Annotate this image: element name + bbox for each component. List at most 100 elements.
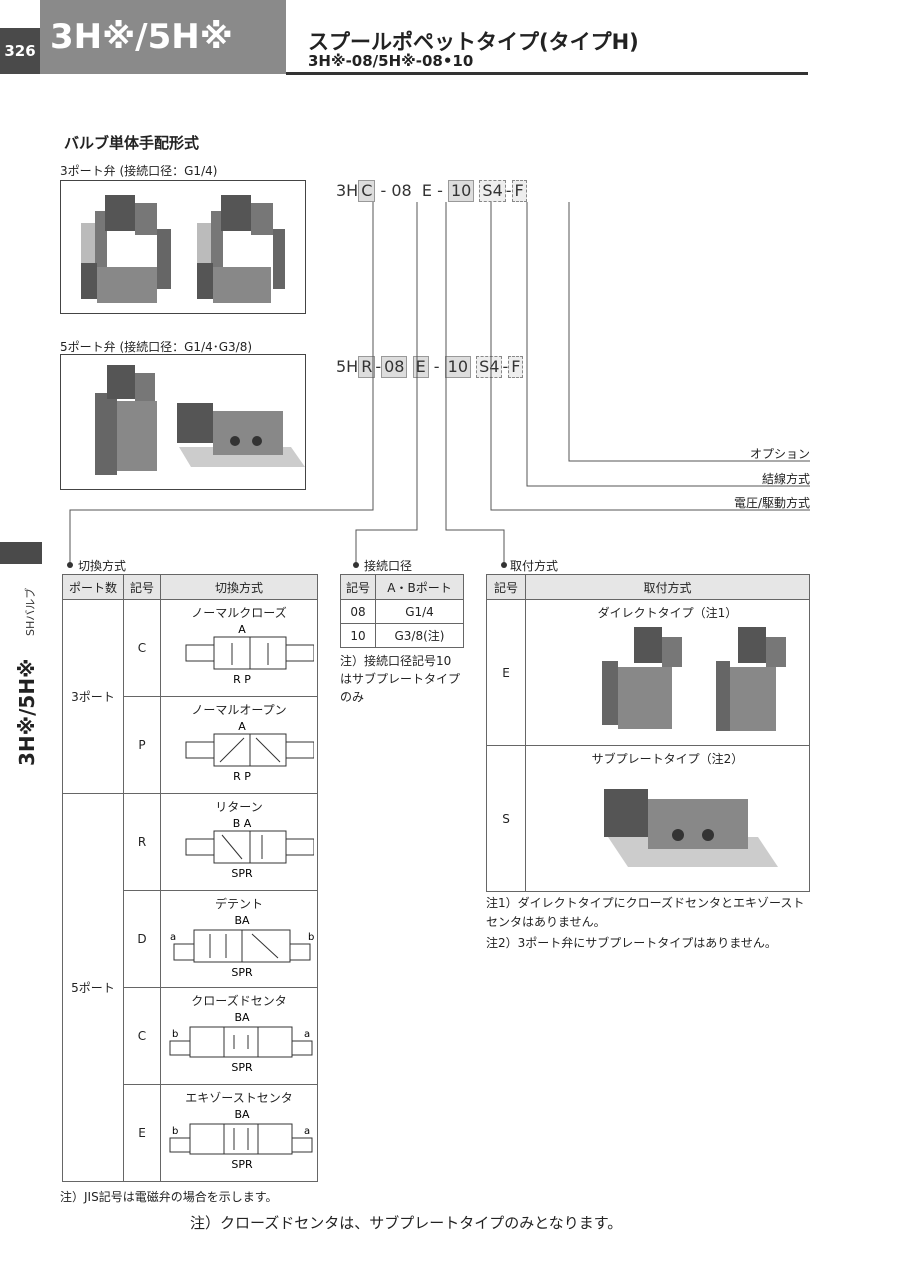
valve-symbol-icon: A R P <box>185 623 315 686</box>
svg-text:B A: B A <box>233 817 252 830</box>
subplate-valve-photo <box>603 789 778 867</box>
callout-voltage: 電圧/駆動方式 <box>733 496 810 510</box>
port-table: 記号 A・Bポート 08 G1/4 10 G3/8(注) <box>340 574 464 648</box>
port-size: G1/4 <box>375 599 464 624</box>
switch-code: D <box>123 890 161 988</box>
ports-5: 5ポート <box>62 793 124 1182</box>
svg-text:BA: BA <box>234 1011 250 1024</box>
sidebar-series: 3H※/5H※ <box>15 659 39 767</box>
mount-code: S <box>486 745 526 892</box>
valve-image-icon <box>81 195 285 303</box>
code5-dash3: - <box>502 357 509 376</box>
callout-option: オプション <box>749 447 810 461</box>
switch-cell: エキゾーストセンタ b a BA SPR <box>160 1084 318 1182</box>
table-row: 5ポート R リターン B A SPR <box>62 793 318 1182</box>
table-row: 3ポート C ノーマルクローズ A R P <box>62 599 318 794</box>
svg-text:SPR: SPR <box>231 1061 253 1074</box>
mount-cell: ダイレクトタイプ（注1） <box>525 599 810 746</box>
switch-name: リターン <box>215 800 263 814</box>
sidebar-label: 3H※/5H※ SHバルブ <box>15 588 39 767</box>
switching-note: 注）JIS記号は電磁弁の場合を示します。 <box>60 1190 278 1204</box>
header-rule <box>286 72 808 75</box>
valve3-photo <box>60 180 306 314</box>
port-note: 注）接続口径記号10はサブプレートタイプのみ <box>340 654 461 704</box>
port3-label: 3ポート弁 (接続口径：G1/4) <box>60 164 218 178</box>
code5-dash1: - <box>375 357 382 376</box>
code3-prefix: 3H <box>336 181 359 200</box>
table-row: D デテント a b BA SPR <box>63 890 318 988</box>
svg-text:SPR: SPR <box>231 966 253 978</box>
code3-dash1: - <box>380 181 387 200</box>
valve5-photo <box>60 354 306 490</box>
code3-dash3: - <box>505 181 512 200</box>
switch-code: C <box>123 987 161 1085</box>
mount-header-name: 取付方式 <box>525 574 810 600</box>
series-title: 3H※/5H※ <box>40 0 286 74</box>
table-row: S サブプレートタイプ（注2） <box>486 745 810 892</box>
svg-text:a: a <box>170 932 176 943</box>
svg-text:b: b <box>172 1126 178 1137</box>
switch-code: R <box>123 793 161 891</box>
mount-table: 記号 取付方式 E ダイレクトタイプ（注1） S サブプレートタイプ（注2） <box>486 574 810 892</box>
switch-name: ノーマルオープン <box>191 703 287 717</box>
switch-cell: デテント a b BA SPR <box>160 890 318 988</box>
svg-text:R P: R P <box>233 770 251 783</box>
valve-symbol-icon: b a BA SPR <box>169 1108 313 1171</box>
code3-wiring: S4 <box>479 180 506 202</box>
table-row: C クローズドセンタ b a BA SPR <box>63 987 318 1085</box>
table-row: E エキゾーストセンタ b a BA SPR <box>63 1084 318 1182</box>
mount-cell: サブプレートタイプ（注2） <box>525 745 810 892</box>
table-row: 10 G3/8(注) <box>340 623 464 648</box>
valve-image-icon-2 <box>95 365 305 475</box>
page-subtitle: 3H※-08/5H※-08•10 <box>308 52 474 70</box>
section-title: バルブ単体手配形式 <box>64 134 200 152</box>
port-header-ab: A・Bポート <box>375 574 464 600</box>
code5-wiring: S4 <box>476 356 503 378</box>
valve-symbol-icon: b a BA SPR <box>169 1011 313 1074</box>
switch-cell: ノーマルオープン A R P <box>160 696 318 794</box>
code5-dash2: - <box>433 357 440 376</box>
port-size: G3/8(注) <box>375 623 464 648</box>
port-title: 接続口径 <box>364 559 413 573</box>
code3-mount: E <box>421 181 432 200</box>
svg-text:b: b <box>172 1029 178 1040</box>
mount-title: 取付方式 <box>510 559 559 573</box>
page-number: 326 <box>0 28 40 74</box>
connector-lines <box>67 202 810 568</box>
valve-symbol-icon: a b BA SPR <box>170 914 314 979</box>
svg-text:R P: R P <box>233 673 251 686</box>
mount-header-code: 記号 <box>486 574 526 600</box>
valve-symbol-icon: A R P <box>185 720 315 783</box>
svg-text:SPR: SPR <box>231 1158 253 1171</box>
code5-switch: R <box>358 356 376 378</box>
code3-switch: C <box>358 180 376 202</box>
mount-code: E <box>486 599 526 746</box>
svg-text:BA: BA <box>234 1108 250 1121</box>
code3-voltage: 10 <box>447 180 475 202</box>
mount-note-2: 注2）3ポート弁にサブプレートタイプはありません。 <box>486 936 777 950</box>
sidebar-tab <box>0 542 42 564</box>
table-row: P ノーマルオープン A R P <box>63 696 318 794</box>
switching-title: 切換方式 <box>78 559 127 573</box>
mount-name: ダイレクトタイプ（注1） <box>597 606 738 620</box>
svg-text:a: a <box>304 1029 310 1040</box>
code5-prefix: 5H <box>336 357 359 376</box>
code3-option: F <box>511 180 527 202</box>
code3-port: 08 <box>391 181 412 200</box>
switching-header-ports: ポート数 <box>62 574 124 600</box>
svg-text:SPR: SPR <box>231 867 253 880</box>
switch-cell: クローズドセンタ b a BA SPR <box>160 987 318 1085</box>
switch-name: エキゾーストセンタ <box>185 1091 293 1105</box>
switch-cell: リターン B A SPR <box>160 793 318 891</box>
table-row: 08 G1/4 <box>340 599 464 624</box>
code3-dash2: - <box>437 181 443 200</box>
page-title: スプールポペットタイプ(タイプH) <box>308 30 639 54</box>
port-code: 10 <box>340 623 376 648</box>
switch-name: ノーマルクローズ <box>191 606 287 620</box>
switching-header-name: 切換方式 <box>160 574 318 600</box>
switch-name: クローズドセンタ <box>191 994 287 1008</box>
svg-text:A: A <box>238 623 246 636</box>
switch-code: P <box>123 696 161 794</box>
ports-3: 3ポート <box>62 599 124 794</box>
